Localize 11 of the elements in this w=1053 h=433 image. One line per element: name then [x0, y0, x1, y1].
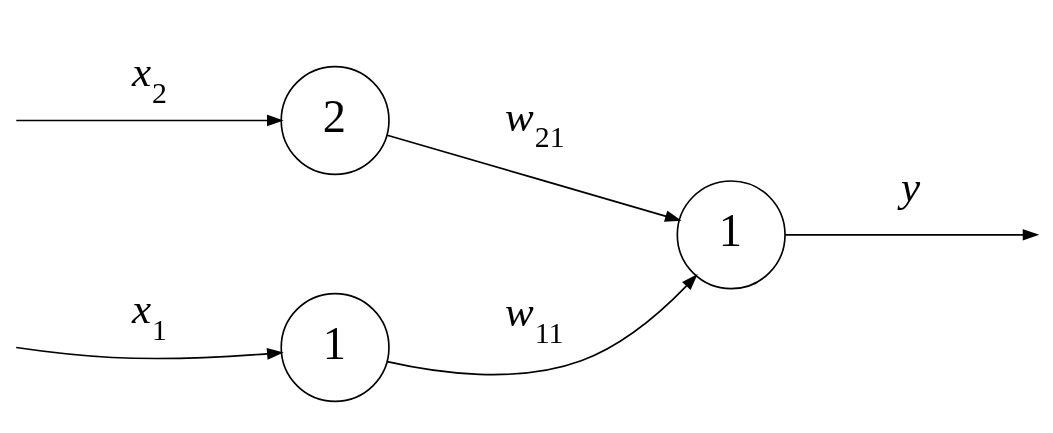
arrow	[784, 228, 1040, 241]
edge-label: w$_{11}$	[504, 287, 564, 349]
arrow	[15, 346, 284, 360]
arrow	[15, 114, 284, 126]
node-circle: 2	[280, 65, 390, 175]
arrow	[386, 273, 698, 375]
edge-label: x$_{1}$	[132, 284, 167, 346]
arrow	[386, 133, 682, 222]
edge-label: x$_{2}$	[132, 47, 167, 109]
node-circle: 1	[280, 292, 390, 402]
edge-label: w$_{21}$	[504, 92, 565, 153]
